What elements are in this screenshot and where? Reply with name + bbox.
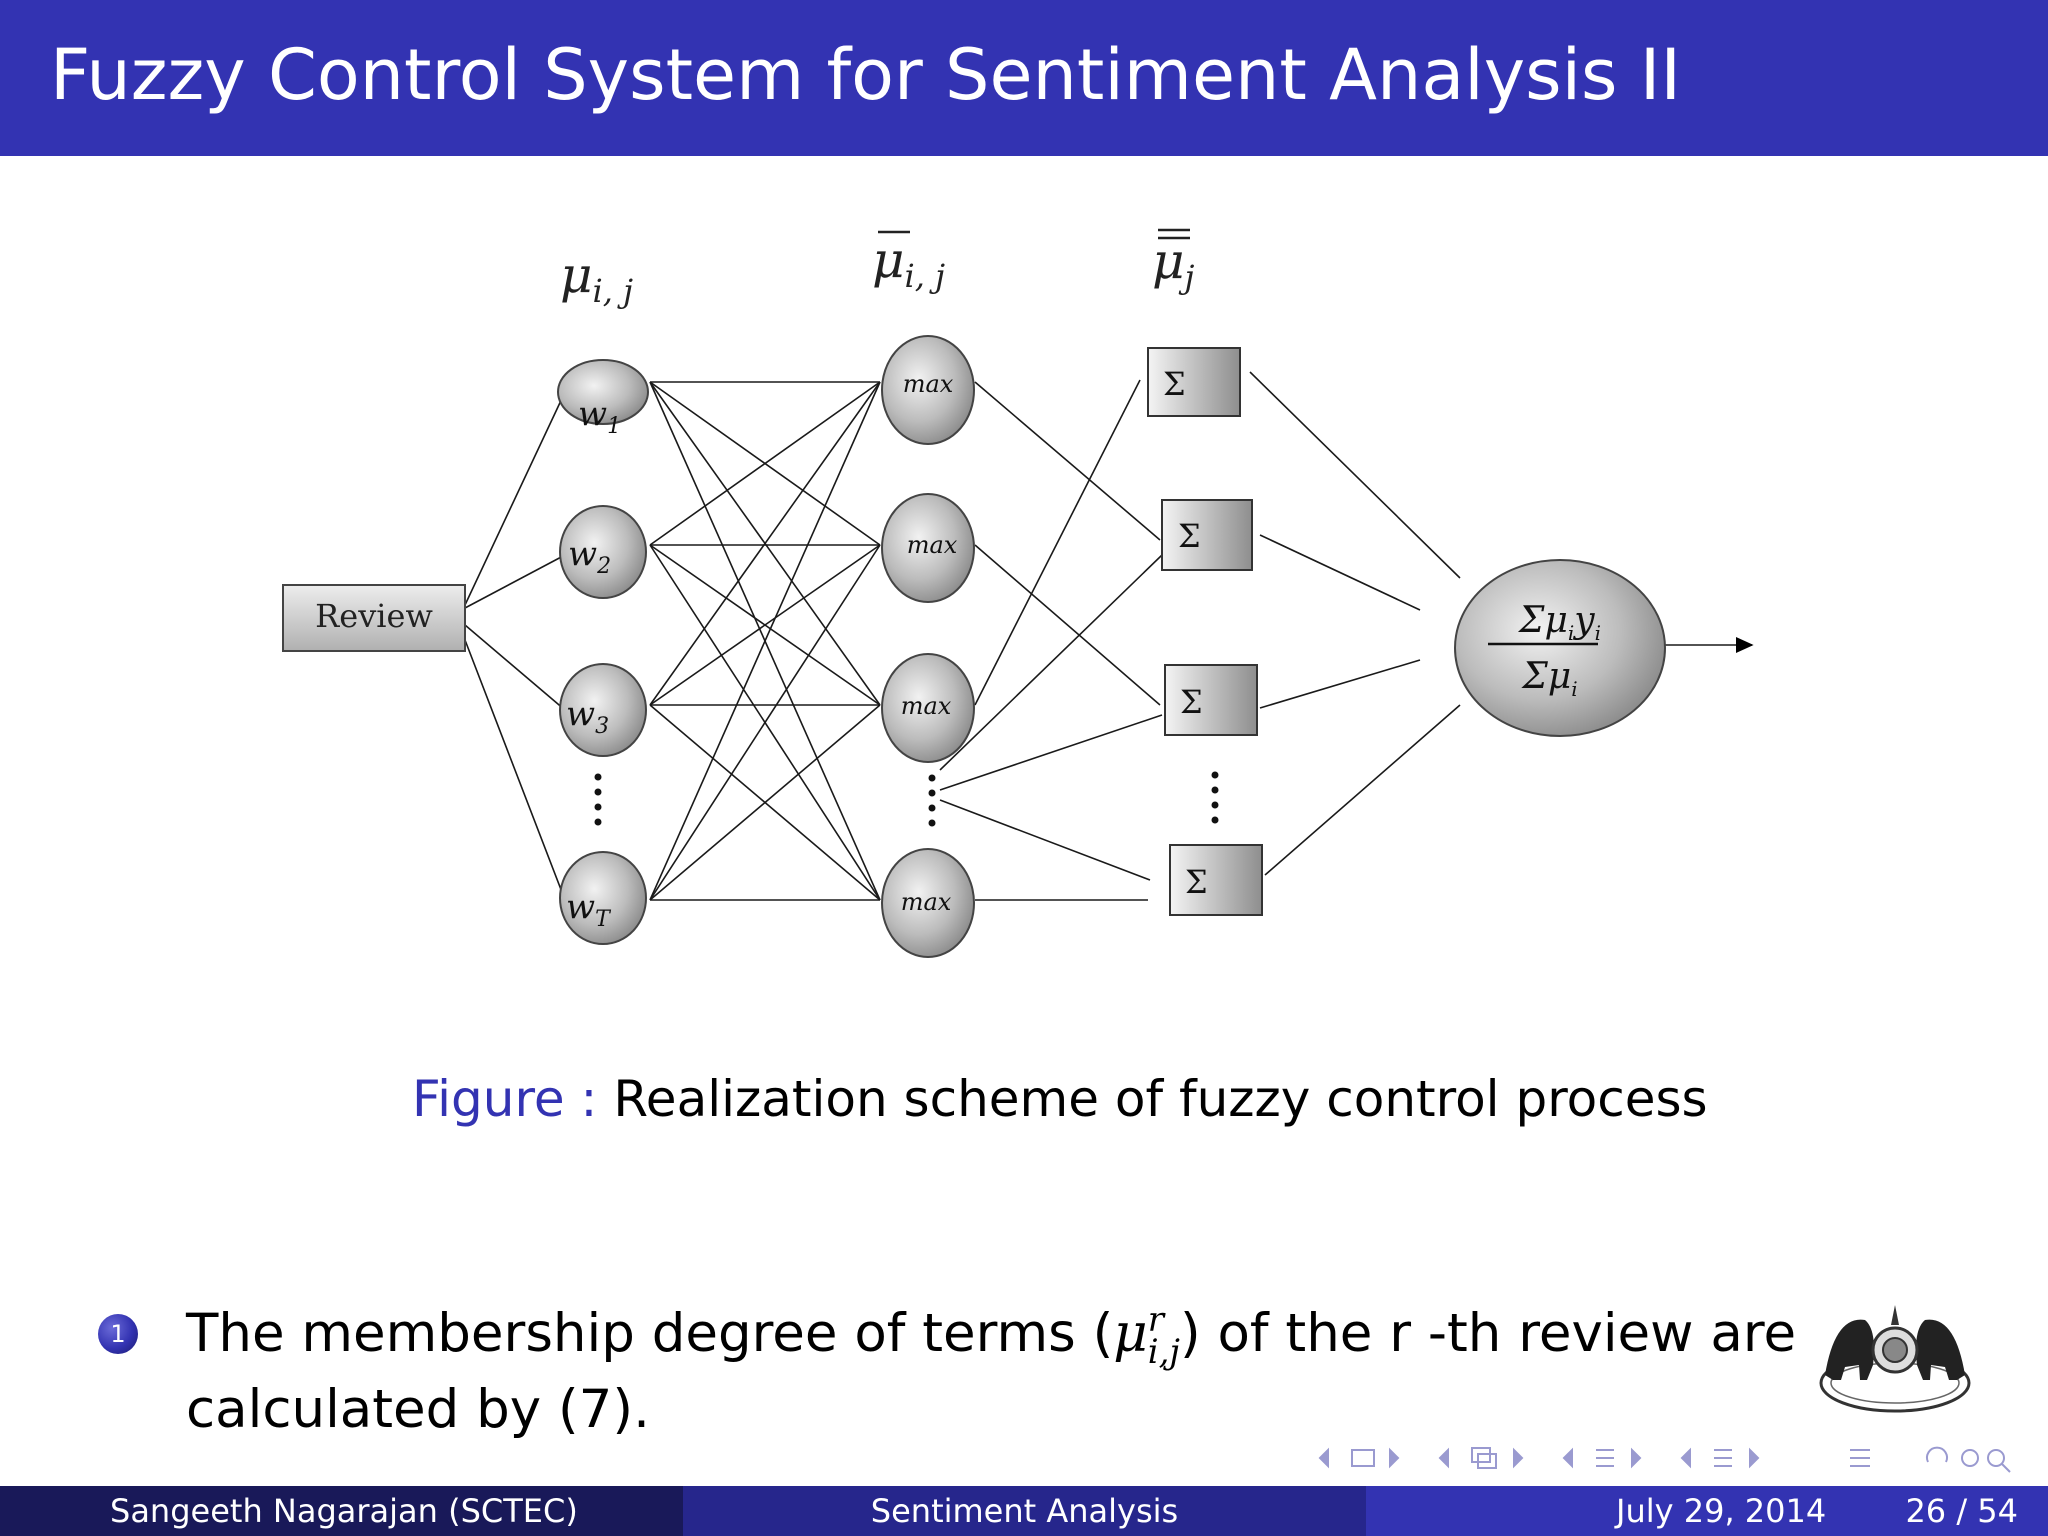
svg-text:w3: w3	[566, 694, 609, 739]
svg-text:max: max	[901, 692, 952, 720]
footer-author: Sangeeth Nagarajan (SCTEC)	[0, 1486, 683, 1536]
svg-text:max: max	[907, 531, 958, 559]
svg-text:Σ: Σ	[1180, 683, 1203, 721]
review-label: Review	[315, 597, 433, 635]
svg-text:Σ: Σ	[1185, 863, 1208, 901]
slide-title: Fuzzy Control System for Sentiment Analy…	[50, 34, 1682, 116]
title-bar: Fuzzy Control System for Sentiment Analy…	[0, 0, 2048, 156]
layer1-nodes: w1 w2 w3 wT	[557, 359, 649, 945]
connection-lines	[464, 371, 1754, 901]
footer-page-number: 26 / 54	[1905, 1492, 2018, 1530]
footer-talk-title: Sentiment Analysis	[683, 1486, 1366, 1536]
layer1-header: μi, j	[560, 246, 633, 310]
svg-text:Σ: Σ	[1163, 365, 1186, 403]
layer1-ellipsis-icon	[594, 773, 602, 826]
nav-frame-icon[interactable]	[1318, 1447, 1400, 1469]
layer3-boxes: Σ Σ Σ Σ	[1147, 347, 1263, 916]
layer2-header: μi, j	[872, 230, 945, 295]
layer2-ellipsis-icon	[928, 774, 936, 827]
nav-subsection-icon[interactable]	[1438, 1447, 1524, 1469]
nav-document-icon[interactable]	[1680, 1447, 1760, 1469]
svg-text:Σ: Σ	[1178, 517, 1201, 555]
svg-text:μi, j: μi, j	[872, 231, 945, 295]
footer-info: July 29, 2014 26 / 54	[1366, 1486, 2048, 1536]
nav-search-icon[interactable]	[1926, 1446, 2011, 1473]
svg-text:Σμiyi: Σμiyi	[1517, 600, 1601, 645]
footer-bar: Sangeeth Nagarajan (SCTEC) Sentiment Ana…	[0, 1486, 2048, 1536]
beamer-navigation-icons[interactable]	[1310, 1438, 2030, 1478]
svg-text:max: max	[903, 370, 954, 398]
output-node: Σμiyi Σμi	[1454, 559, 1666, 737]
svg-text:max: max	[901, 888, 952, 916]
footer-date: July 29, 2014	[1616, 1492, 1827, 1530]
layer2-nodes: max max max max	[881, 335, 975, 958]
layer3-ellipsis-icon	[1211, 771, 1219, 824]
svg-text:μj: μj	[1152, 232, 1195, 296]
figure-caption-label: Figure :	[412, 1070, 598, 1128]
figure-caption-text: Realization scheme of fuzzy control proc…	[613, 1070, 1708, 1128]
college-emblem-logo	[1819, 1305, 1971, 1413]
item-number-badge: 1	[98, 1314, 138, 1354]
figure-caption: Figure : Realization scheme of fuzzy con…	[412, 1070, 1708, 1128]
nav-section-icon[interactable]	[1562, 1447, 1642, 1469]
nav-appendix-icon[interactable]	[1850, 1449, 1870, 1467]
svg-text:Σμi: Σμi	[1520, 656, 1577, 701]
review-input-box: Review	[282, 584, 466, 652]
layer3-header: μj	[1152, 228, 1195, 296]
